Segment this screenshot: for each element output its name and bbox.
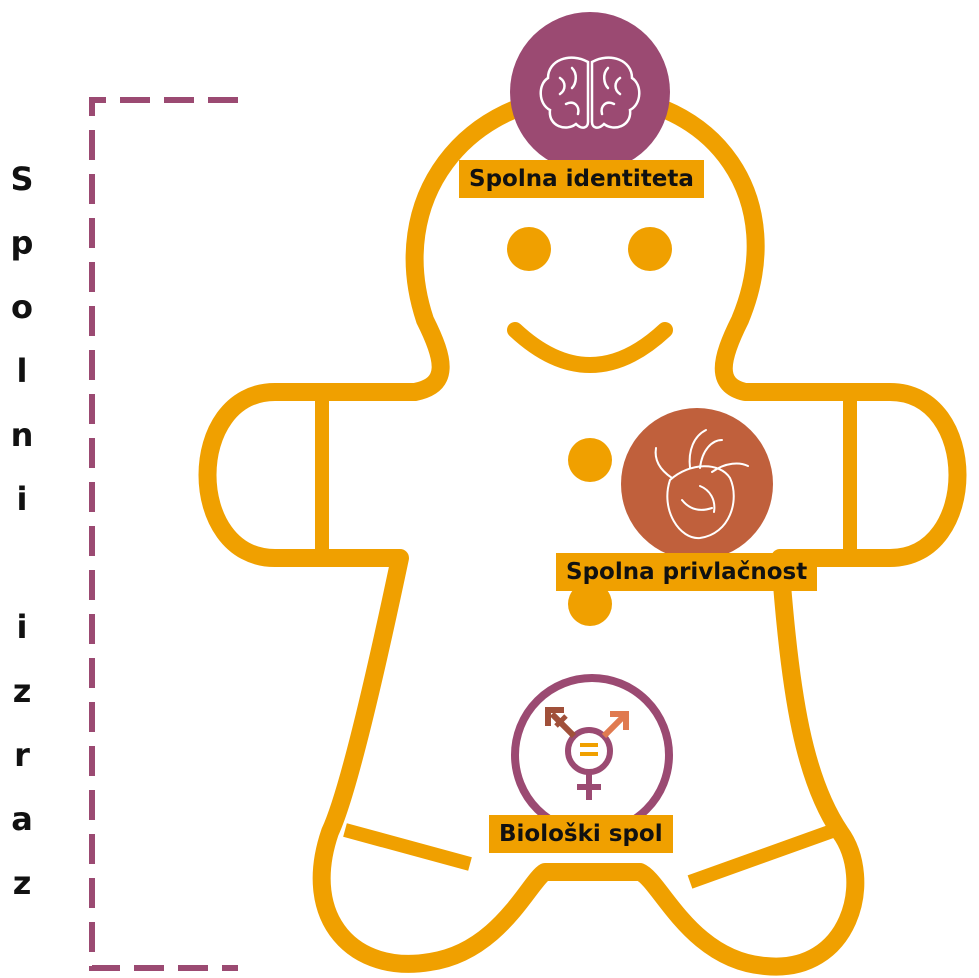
anatomical-heart-icon bbox=[621, 408, 773, 560]
title-letter: z bbox=[12, 864, 32, 902]
title-letter: i bbox=[16, 608, 28, 646]
title-letter: n bbox=[10, 416, 34, 454]
label-spolna-privlacnost: Spolna privlačnost bbox=[556, 553, 818, 591]
title-letter: l bbox=[16, 352, 28, 390]
title-letter: a bbox=[11, 800, 33, 838]
label-spolna-identiteta: Spolna identiteta bbox=[459, 160, 704, 198]
title-letter: o bbox=[11, 288, 33, 326]
title-letter: S bbox=[10, 160, 34, 198]
right-eye bbox=[628, 227, 672, 271]
brain-icon bbox=[510, 12, 670, 172]
title-letter: i bbox=[16, 480, 28, 518]
dashed-bracket bbox=[89, 97, 238, 971]
right-leg-line bbox=[687, 823, 838, 889]
title-letter: p bbox=[10, 224, 34, 262]
body-button-top bbox=[568, 438, 612, 482]
gingerbread-body bbox=[198, 86, 967, 976]
smile bbox=[507, 322, 673, 373]
body-button-bottom bbox=[568, 582, 612, 626]
left-eye bbox=[507, 227, 551, 271]
title-letter: z bbox=[12, 672, 32, 710]
label-bioloski-spol: Biološki spol bbox=[489, 815, 673, 853]
left-leg-line bbox=[343, 823, 472, 871]
title-letter: r bbox=[14, 736, 30, 774]
transgender-symbol-icon bbox=[511, 674, 673, 836]
